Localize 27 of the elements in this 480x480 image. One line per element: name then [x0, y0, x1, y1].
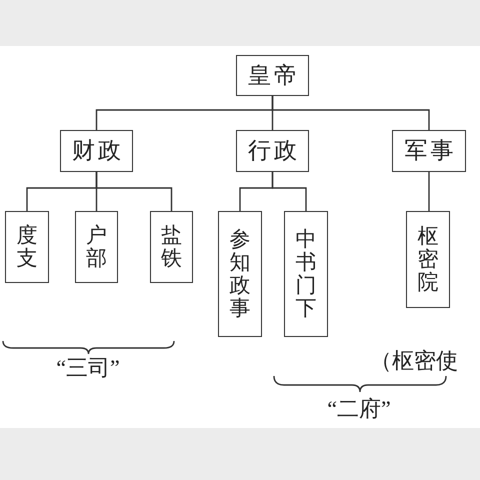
org-box [236, 130, 309, 172]
node-title: 财政 [71, 138, 124, 164]
org-box [60, 130, 133, 172]
org-box [284, 211, 328, 337]
node-title: 度支 [16, 224, 38, 270]
connector-line [272, 172, 307, 211]
org-box [5, 211, 49, 283]
org-box [406, 211, 450, 308]
node-title: 皇帝 [247, 62, 300, 88]
node-title: 户部 [86, 224, 107, 270]
connector-line [96, 172, 172, 211]
bracket-label: “二府” [327, 397, 391, 422]
org-box [236, 55, 309, 96]
node-title: 军事 [404, 138, 456, 164]
node-title: 枢密院 [418, 224, 438, 294]
org-box [392, 130, 466, 172]
node-title: 行政 [247, 138, 300, 164]
org-box [75, 211, 118, 283]
connector-line [428, 172, 430, 211]
node-title: 参知政事 [230, 228, 250, 320]
connector-line [272, 96, 430, 130]
bracket-label: “三司” [56, 356, 120, 380]
bracket-label: （枢密使 [370, 349, 458, 374]
node-title: 中书门下 [296, 228, 316, 320]
org-box [218, 211, 262, 337]
org-box [150, 211, 193, 283]
node-title: 盐铁 [161, 224, 182, 270]
